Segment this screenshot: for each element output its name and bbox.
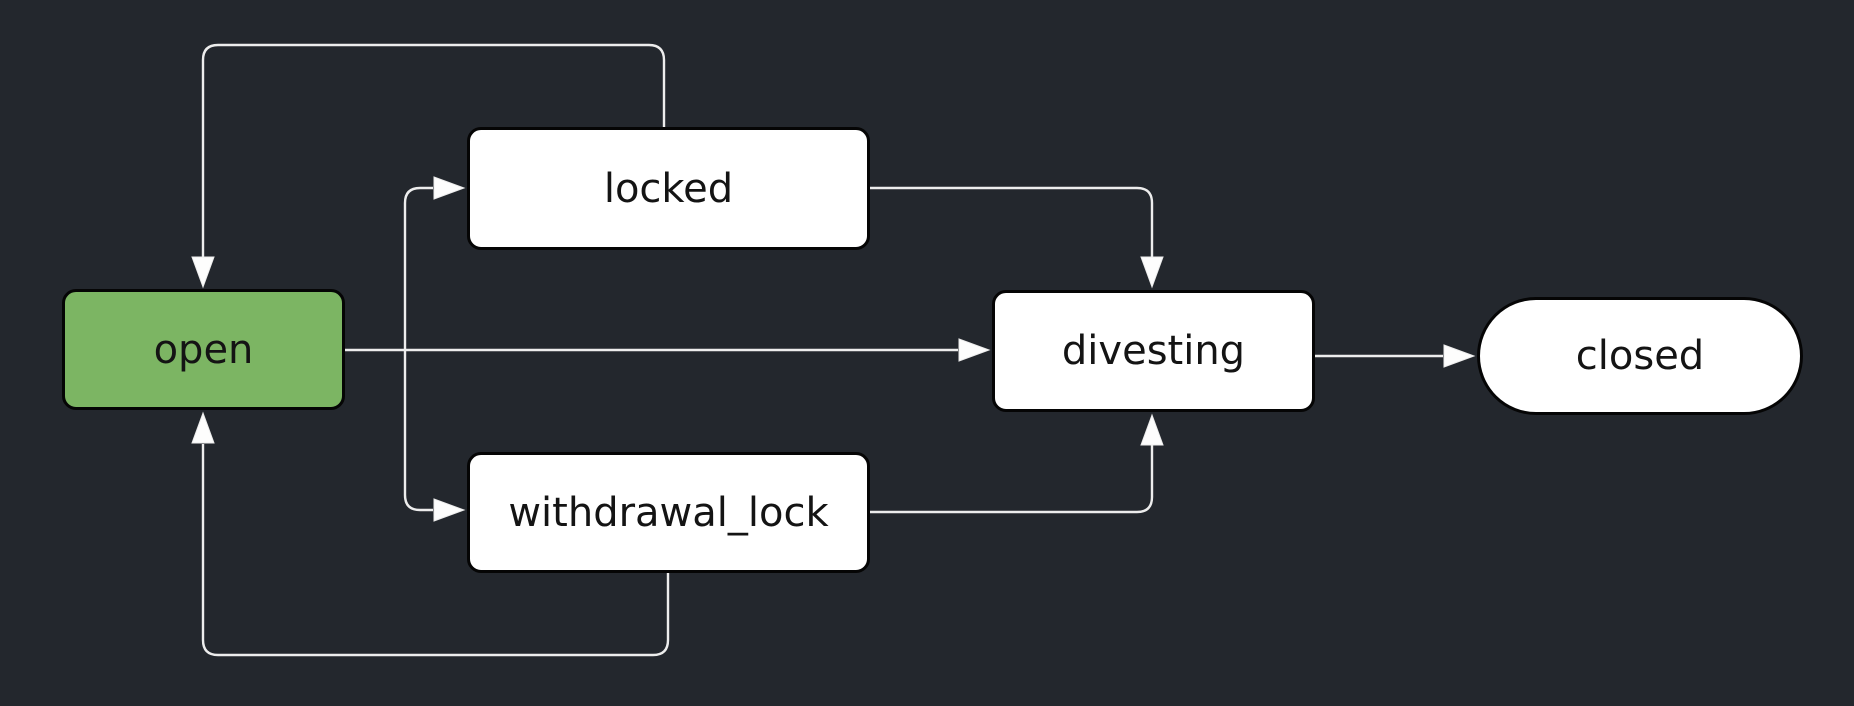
state-label-withdrawal-lock: withdrawal_lock (508, 489, 829, 536)
arrowhead-into-divesting-top-icon (1140, 256, 1164, 289)
state-label-open: open (153, 326, 254, 373)
edge-open-to-withdrawal-lock (403, 350, 466, 522)
arrowhead-into-withdrawal-lock-left-icon (433, 498, 466, 522)
state-label-locked: locked (603, 165, 734, 212)
edge-locked-to-divesting (870, 186, 1164, 289)
edge-line (403, 350, 433, 512)
state-node-locked: locked (467, 127, 870, 250)
arrowhead-into-closed-left-icon (1443, 344, 1476, 368)
edge-locked-to-open (191, 43, 666, 289)
arrowhead-into-locked-left-icon (433, 176, 466, 200)
state-label-divesting: divesting (1061, 328, 1246, 374)
edge-line (201, 43, 666, 258)
edge-line (403, 186, 433, 350)
arrowhead-into-divesting-bottom-icon (1140, 413, 1164, 446)
edge-open-to-locked (403, 176, 466, 350)
state-node-divesting: divesting (992, 290, 1315, 412)
edge-line (201, 444, 670, 657)
edge-divesting-to-closed (1315, 344, 1476, 368)
arrowhead-into-divesting-left-icon (958, 338, 991, 362)
edge-line (870, 186, 1154, 258)
state-label-closed: closed (1575, 333, 1705, 379)
edge-line (870, 445, 1154, 514)
edge-open-to-divesting (345, 338, 991, 362)
edge-withdrawal-lock-to-divesting (870, 413, 1164, 514)
state-node-open: open (62, 289, 345, 410)
state-node-closed: closed (1477, 297, 1803, 415)
edge-withdrawal-lock-to-open (191, 411, 670, 657)
arrowhead-into-open-top-icon (191, 256, 215, 289)
state-node-withdrawal-lock: withdrawal_lock (467, 452, 870, 573)
arrowhead-into-open-bottom-icon (191, 411, 215, 444)
